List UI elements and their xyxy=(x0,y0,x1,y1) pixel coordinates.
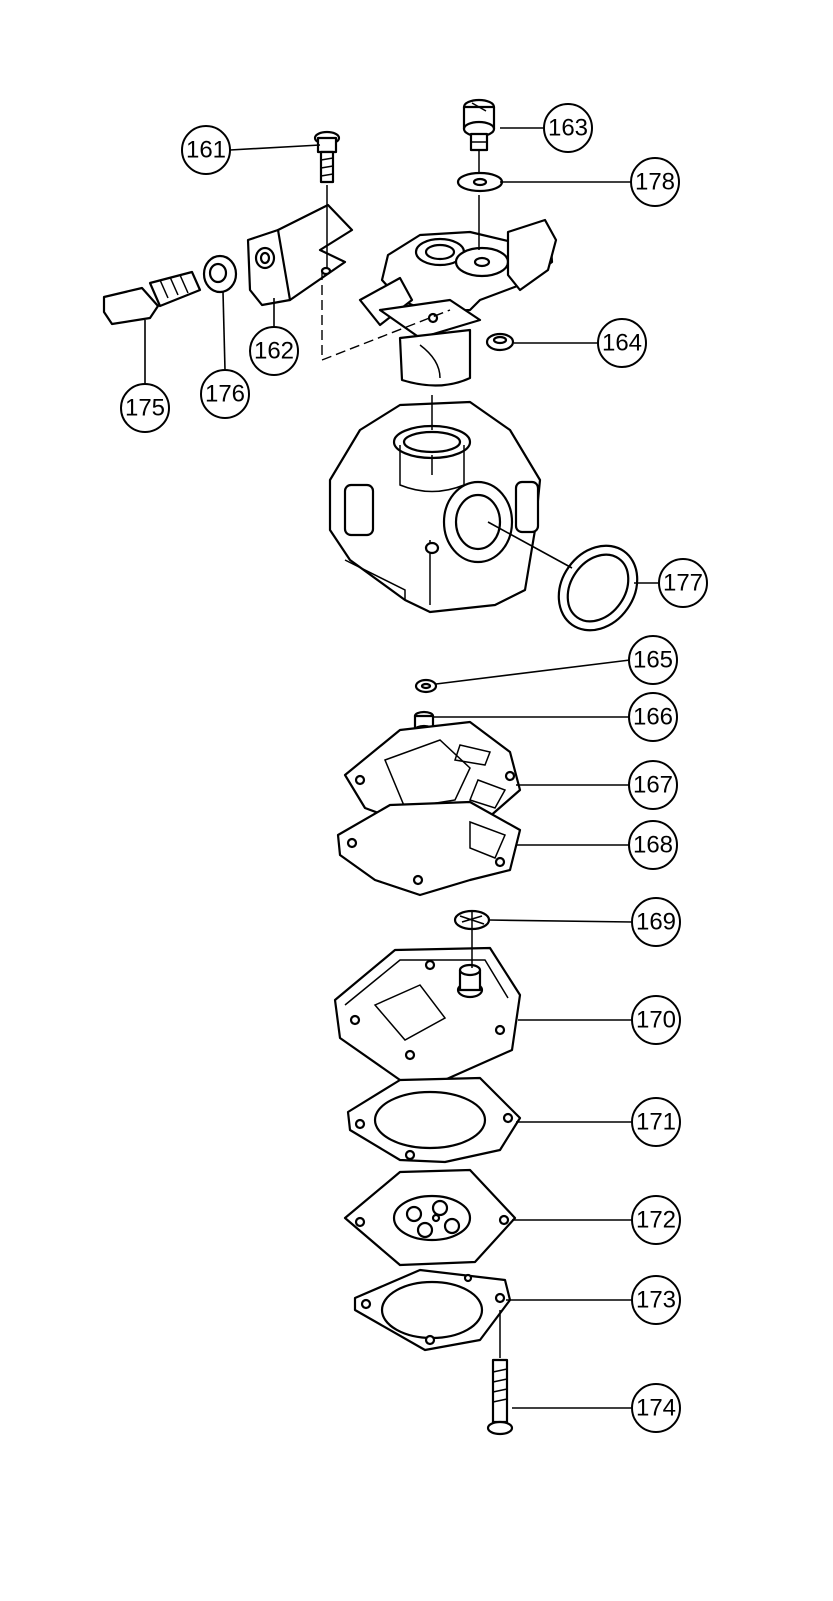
callout-173-label: 173 xyxy=(636,1287,676,1314)
callout-166-label: 166 xyxy=(633,704,673,731)
callout-161-label: 161 xyxy=(186,137,226,164)
part-163-idle-screw xyxy=(462,98,496,152)
callout-161: 161 xyxy=(181,125,231,175)
callout-165-label: 165 xyxy=(633,647,673,674)
part-169-filter-screen xyxy=(453,909,491,931)
part-178-washer xyxy=(456,171,504,193)
carburetor-body xyxy=(328,400,542,614)
callout-166: 166 xyxy=(628,692,678,742)
leader-lines xyxy=(144,127,658,1409)
callout-163: 163 xyxy=(543,103,593,153)
callout-174: 174 xyxy=(631,1383,681,1433)
callout-162-label: 162 xyxy=(254,338,294,365)
part-164-nut xyxy=(485,332,515,352)
part-170-pump-cover xyxy=(333,946,522,1084)
callout-162: 162 xyxy=(249,326,299,376)
part-174-screw xyxy=(486,1358,514,1436)
part-165-o-ring xyxy=(414,678,438,694)
callout-168-label: 168 xyxy=(633,832,673,859)
callout-178: 178 xyxy=(630,157,680,207)
alignment-lines xyxy=(321,150,501,1358)
callout-171: 171 xyxy=(631,1097,681,1147)
callout-167-label: 167 xyxy=(633,772,673,799)
callout-170: 170 xyxy=(631,995,681,1045)
callout-169-label: 169 xyxy=(636,909,676,936)
callout-176: 176 xyxy=(200,369,250,419)
callout-172: 172 xyxy=(631,1195,681,1245)
carburetor-upper-assembly xyxy=(358,218,558,387)
part-162-bracket xyxy=(246,203,354,307)
part-177-seal-ring xyxy=(557,544,639,632)
callout-176-label: 176 xyxy=(205,381,245,408)
callout-171-label: 171 xyxy=(636,1109,676,1136)
callout-167: 167 xyxy=(628,760,678,810)
callout-164-label: 164 xyxy=(602,330,642,357)
callout-175: 175 xyxy=(120,383,170,433)
part-172-diaphragm xyxy=(343,1168,517,1267)
part-175-adjuster xyxy=(102,270,202,326)
callout-177-label: 177 xyxy=(663,570,703,597)
callout-164: 164 xyxy=(597,318,647,368)
callout-175-label: 175 xyxy=(125,395,165,422)
callout-169: 169 xyxy=(631,897,681,947)
callout-172-label: 172 xyxy=(636,1207,676,1234)
part-161-screw xyxy=(313,130,341,184)
callout-165: 165 xyxy=(628,635,678,685)
callout-174-label: 174 xyxy=(636,1395,676,1422)
part-168-gasket xyxy=(336,800,522,897)
callout-178-label: 178 xyxy=(635,169,675,196)
callout-173: 173 xyxy=(631,1275,681,1325)
callout-177: 177 xyxy=(658,558,708,608)
part-176-nut xyxy=(202,254,238,294)
callout-163-label: 163 xyxy=(548,115,588,142)
part-171-gasket xyxy=(346,1076,522,1164)
part-173-cover xyxy=(353,1268,512,1352)
callout-170-label: 170 xyxy=(636,1007,676,1034)
callout-168: 168 xyxy=(628,820,678,870)
